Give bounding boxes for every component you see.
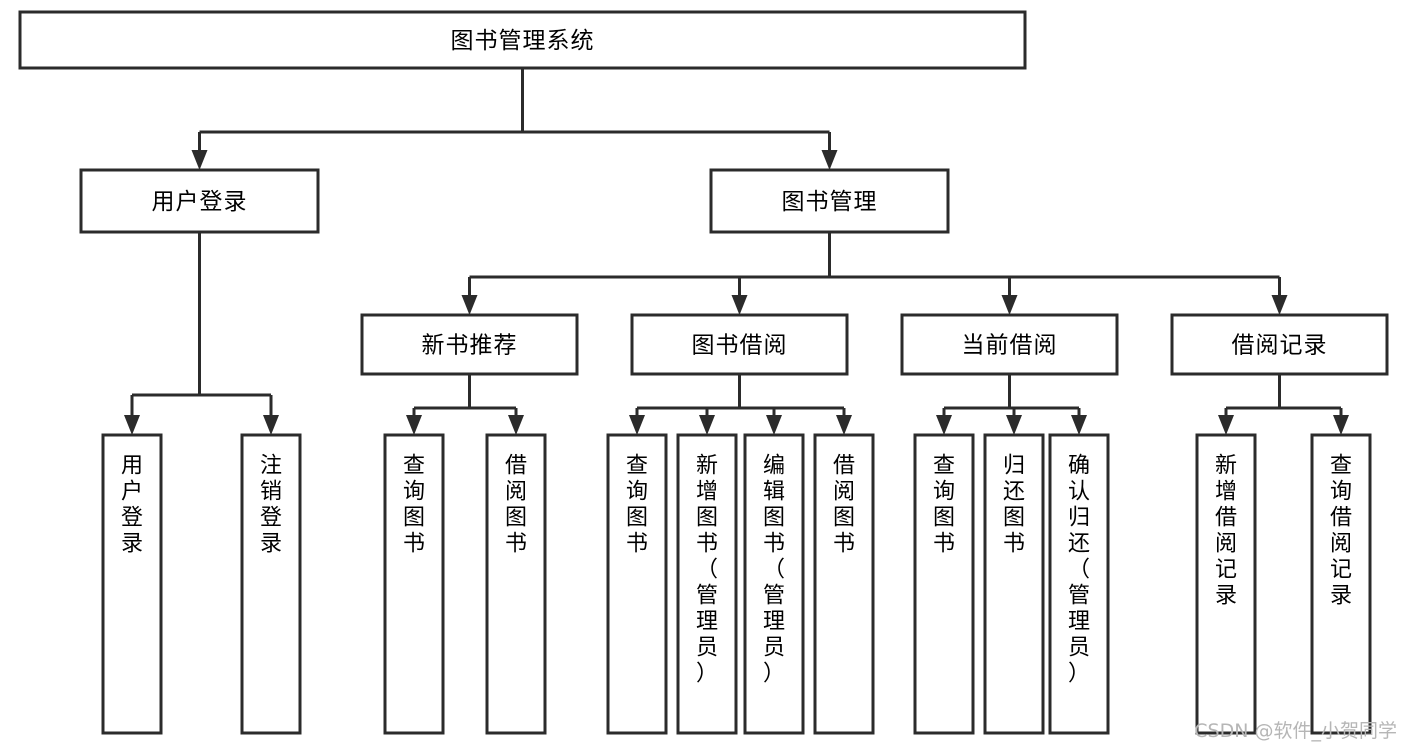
node-label: 借阅图书	[833, 454, 855, 557]
leaf-node[interactable]: 归还图书	[983, 433, 1045, 735]
leaf-node[interactable]: 用户登录	[101, 433, 163, 735]
arrow-head-icon	[731, 295, 748, 315]
arrow-head-icon	[766, 415, 782, 435]
node-box[interactable]	[813, 433, 875, 735]
node-box[interactable]	[360, 313, 579, 376]
node-box[interactable]	[900, 313, 1119, 376]
node-box[interactable]	[1048, 433, 1110, 735]
arrow-head-icon	[1333, 415, 1349, 435]
node-box[interactable]	[983, 433, 1045, 735]
leaf-node[interactable]: 查询借阅记录	[1310, 433, 1372, 735]
node-box[interactable]	[1195, 433, 1257, 735]
arrow-head-icon	[508, 415, 524, 435]
node-box[interactable]	[676, 433, 738, 735]
arrow-head-icon	[629, 415, 645, 435]
arrow-head-icon	[1271, 295, 1288, 315]
leaf-node[interactable]: 编辑图书（管理员）	[743, 433, 805, 735]
node-box[interactable]	[606, 433, 668, 735]
node-current-borrow[interactable]: 当前借阅	[900, 313, 1119, 376]
node-box[interactable]	[913, 433, 975, 735]
node-label: 注销登录	[260, 454, 282, 557]
leaf-node[interactable]: 查询图书	[913, 433, 975, 735]
connector-lines	[124, 68, 1349, 435]
arrow-head-icon	[406, 415, 422, 435]
node-box[interactable]	[709, 168, 950, 234]
node-box[interactable]	[485, 433, 547, 735]
node-box[interactable]	[240, 433, 302, 735]
leaf-node[interactable]: 借阅图书	[485, 433, 547, 735]
node-label: 图书管理系统	[451, 28, 595, 54]
arrow-head-icon	[263, 415, 279, 435]
node-new-book-recommend[interactable]: 新书推荐	[360, 313, 579, 376]
node-box[interactable]	[101, 433, 163, 735]
node-box[interactable]	[630, 313, 849, 376]
node-label: 用户登录	[121, 454, 143, 557]
arrow-head-icon	[936, 415, 952, 435]
node-boxes: 图书管理系统用户登录图书管理新书推荐图书借阅当前借阅借阅记录用户登录注销登录查询…	[18, 10, 1389, 735]
node-label: 图书借阅	[692, 333, 788, 359]
node-label: 新增借阅记录	[1215, 454, 1237, 609]
node-label: 借阅图书	[505, 454, 527, 557]
leaf-node[interactable]: 确认归还（管理员）	[1048, 433, 1110, 735]
leaf-node[interactable]: 查询图书	[606, 433, 668, 735]
arrow-head-icon	[1218, 415, 1234, 435]
node-box[interactable]	[1170, 313, 1389, 376]
node-label: 查询借阅记录	[1330, 454, 1352, 609]
node-label: 借阅记录	[1232, 333, 1328, 359]
node-label: 编辑图书（管理员）	[763, 454, 785, 687]
leaf-node[interactable]: 注销登录	[240, 433, 302, 735]
arrow-head-icon	[461, 295, 478, 315]
node-box[interactable]	[1310, 433, 1372, 735]
node-label: 新书推荐	[422, 333, 518, 359]
arrow-head-icon	[821, 150, 838, 170]
node-label: 归还图书	[1003, 454, 1025, 557]
node-label: 用户登录	[152, 189, 248, 215]
node-box[interactable]	[383, 433, 445, 735]
node-label: 当前借阅	[962, 333, 1058, 359]
arrow-head-icon	[699, 415, 715, 435]
node-box[interactable]	[18, 10, 1027, 70]
arrow-head-icon	[1006, 415, 1022, 435]
arrow-head-icon	[1071, 415, 1087, 435]
leaf-node[interactable]: 借阅图书	[813, 433, 875, 735]
leaf-node[interactable]: 新增图书（管理员）	[676, 433, 738, 735]
node-book-borrow[interactable]: 图书借阅	[630, 313, 849, 376]
arrow-head-icon	[191, 150, 208, 170]
node-label: 查询图书	[933, 454, 955, 557]
root-node-book-management-system[interactable]: 图书管理系统	[18, 10, 1027, 70]
arrow-head-icon	[1001, 295, 1018, 315]
node-box[interactable]	[79, 168, 320, 234]
arrow-head-icon	[836, 415, 852, 435]
node-user-login[interactable]: 用户登录	[79, 168, 320, 234]
node-borrow-record[interactable]: 借阅记录	[1170, 313, 1389, 376]
node-box[interactable]	[743, 433, 805, 735]
node-label: 查询图书	[626, 454, 648, 557]
node-label: 确认归还（管理员）	[1068, 454, 1090, 687]
leaf-node[interactable]: 新增借阅记录	[1195, 433, 1257, 735]
leaf-node[interactable]: 查询图书	[383, 433, 445, 735]
node-label: 图书管理	[782, 189, 878, 215]
arrow-head-icon	[124, 415, 140, 435]
node-book-management[interactable]: 图书管理	[709, 168, 950, 234]
node-label: 查询图书	[403, 454, 425, 557]
node-label: 新增图书（管理员）	[696, 454, 718, 687]
